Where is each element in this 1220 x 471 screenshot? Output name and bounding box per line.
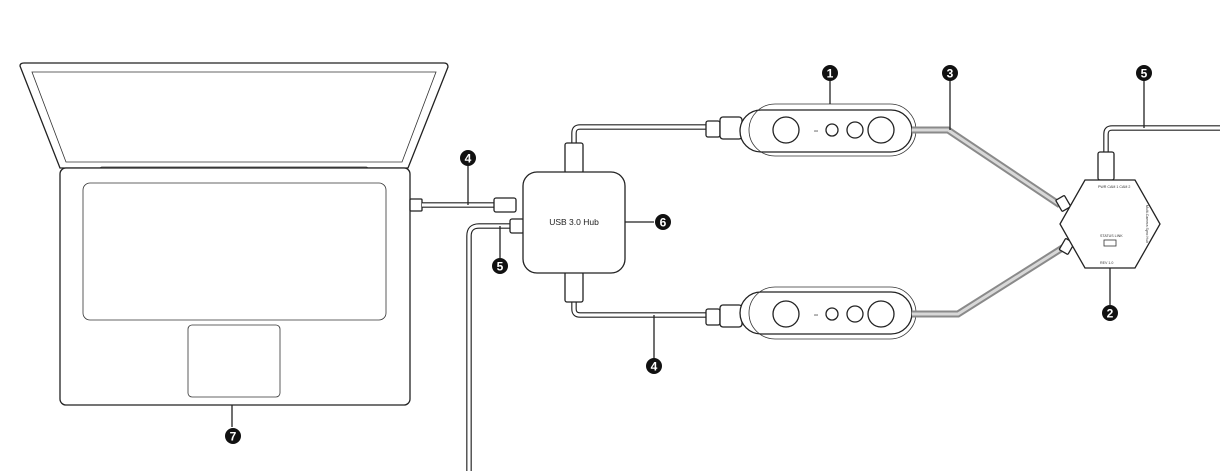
laptop-usb-plug	[409, 198, 423, 212]
callout-4-bottom: 4	[646, 358, 662, 374]
camera-bottom: oo	[653, 286, 917, 360]
svg-text:7: 7	[230, 430, 237, 444]
laptop-lid	[19, 62, 449, 169]
callout-5-controller: 5	[1136, 65, 1152, 81]
svg-text:5: 5	[497, 260, 504, 274]
svg-text:6: 6	[660, 216, 667, 230]
camera-top: oo	[705, 75, 917, 157]
controller-title: Multi-Camera Sync Hub	[1145, 205, 1149, 243]
svg-text:5: 5	[1141, 67, 1148, 81]
svg-text:3: 3	[947, 67, 954, 81]
svg-text:4: 4	[651, 360, 658, 374]
laptop	[19, 62, 449, 427]
laptop-touchpad	[187, 324, 281, 398]
callout-1: 1	[822, 65, 838, 81]
usb-hub: USB 3.0 Hub	[522, 124, 706, 318]
callout-2: 2	[1102, 305, 1118, 321]
camera-top-mark: oo	[814, 129, 818, 133]
sync-controller: PWR CAM 1 CAM 2 Multi-Camera Sync Hub ST…	[1059, 75, 1220, 305]
svg-text:1: 1	[827, 67, 834, 81]
callout-6: 6	[655, 214, 671, 230]
controller-body	[1059, 179, 1161, 269]
hub-label: USB 3.0 Hub	[549, 217, 599, 227]
svg-text:2: 2	[1107, 307, 1114, 321]
usb-cable-laptop-hub	[422, 166, 517, 213]
power-cable-hub	[466, 218, 525, 471]
controller-status-label: STATUS LINK	[1100, 234, 1123, 238]
ribbon-cables	[912, 75, 1075, 318]
callout-3: 3	[942, 65, 958, 81]
controller-ports-label: PWR CAM 1 CAM 2	[1098, 185, 1130, 189]
callout-5-hub: 5	[492, 258, 508, 274]
svg-text:4: 4	[465, 152, 472, 166]
laptop-base	[59, 167, 411, 406]
callout-4-laptop: 4	[460, 150, 476, 166]
camera-bottom-mark: oo	[814, 313, 818, 317]
laptop-keyboard	[82, 182, 387, 321]
callout-7: 7	[225, 428, 241, 444]
laptop-screen	[31, 71, 437, 163]
controller-model-label: REV 1.0	[1100, 261, 1113, 265]
